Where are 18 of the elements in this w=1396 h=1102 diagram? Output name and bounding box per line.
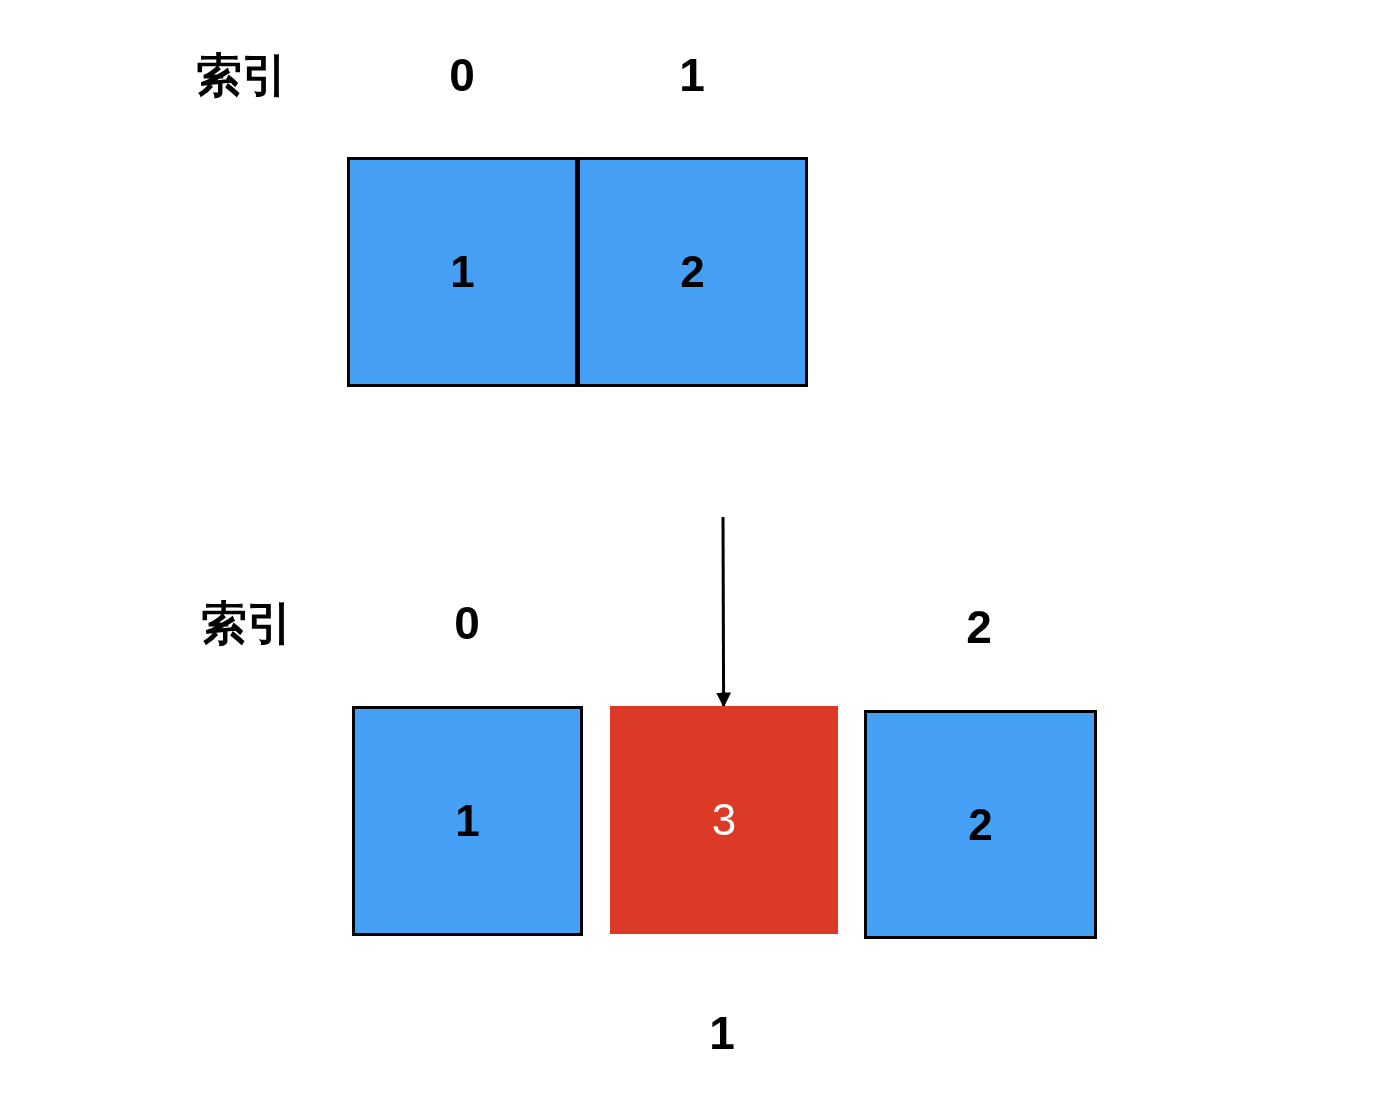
index-label: 1 <box>709 1010 735 1056</box>
array-cell <box>610 706 838 934</box>
index-label: 2 <box>966 604 992 650</box>
index-label: 索引 <box>201 600 293 646</box>
index-label: 0 <box>454 600 480 646</box>
array-cell <box>864 710 1097 939</box>
index-label: 0 <box>449 52 475 98</box>
array-cell <box>577 157 808 387</box>
cell-value: 1 <box>455 795 480 847</box>
cell-value: 2 <box>680 246 705 298</box>
array-cell <box>352 706 583 936</box>
cell-value: 3 <box>711 794 737 846</box>
index-label: 索引 <box>196 52 288 98</box>
cell-value: 1 <box>450 246 475 298</box>
index-label: 1 <box>679 52 705 98</box>
cell-value: 2 <box>968 798 993 851</box>
arrow <box>716 517 732 708</box>
array-cell <box>347 157 578 387</box>
